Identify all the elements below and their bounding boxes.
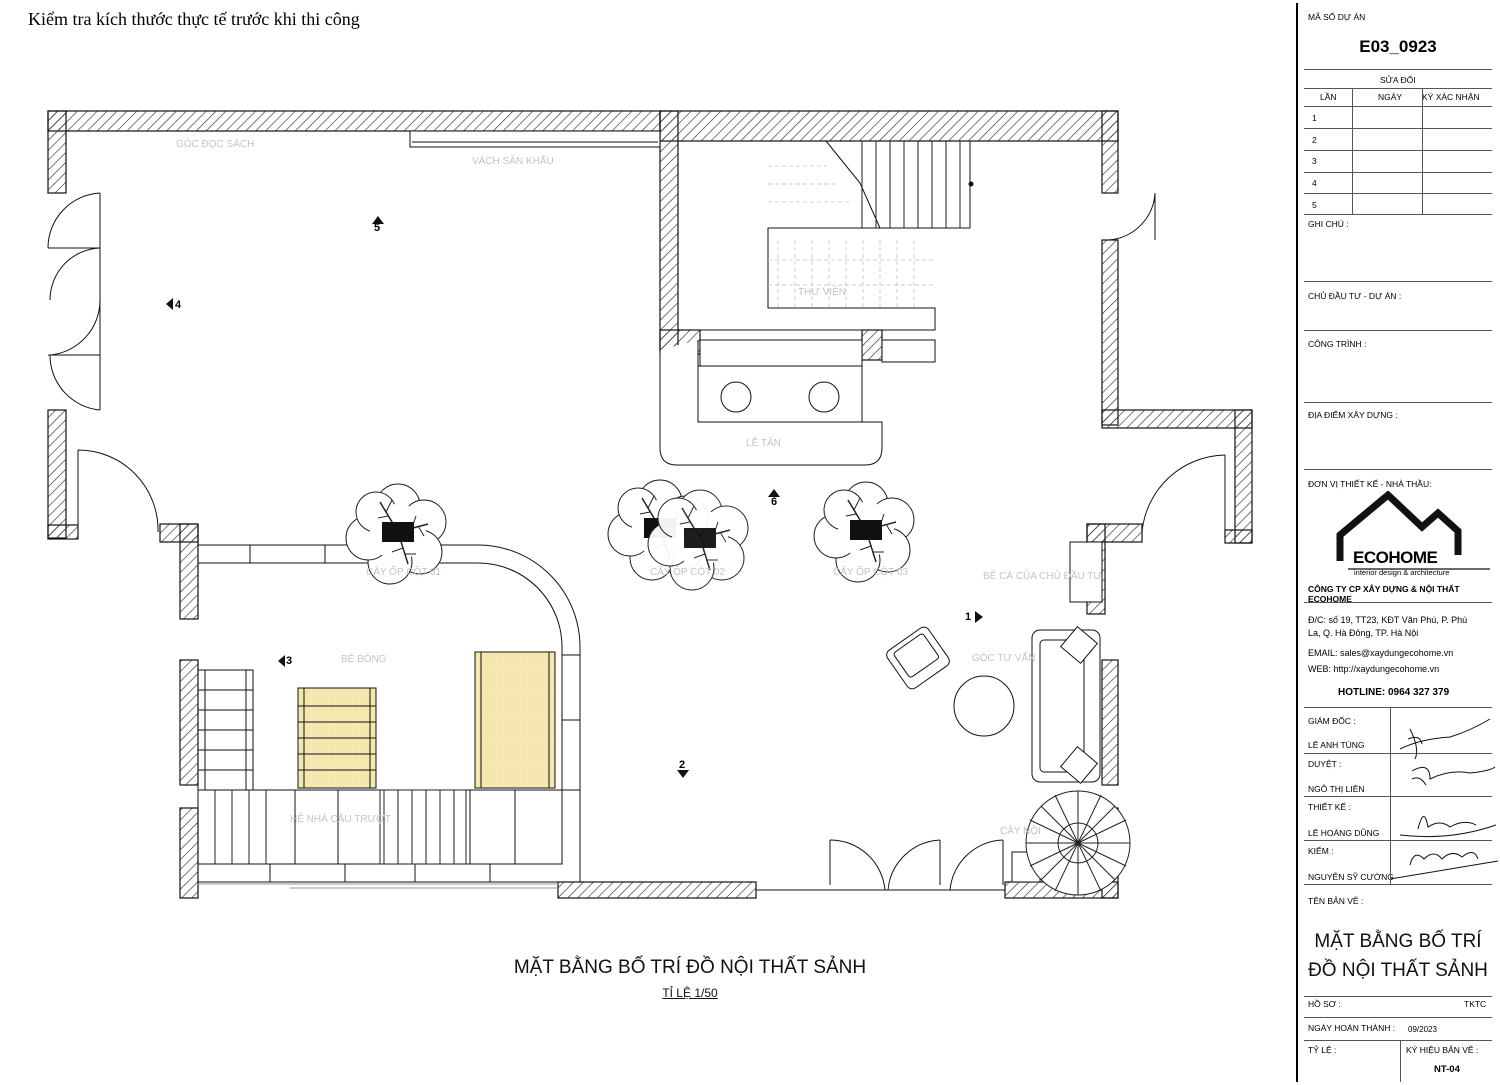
designed-name: LÊ HOÀNG DŨNG xyxy=(1308,828,1380,838)
door-group-left xyxy=(47,192,159,538)
walls xyxy=(47,110,1253,899)
view-marker-6: 6 xyxy=(771,496,778,508)
view-marker-arrows xyxy=(166,216,983,778)
label-column-plant-2: CÂY ỐP CỘT 02 xyxy=(650,567,726,578)
date-value: 09/2023 xyxy=(1408,1025,1437,1034)
director-label: GIÁM ĐỐC : xyxy=(1308,716,1356,726)
file-label: HỒ SƠ : xyxy=(1308,999,1341,1009)
label-slide-system: HỆ NHÀ CẦU TRƯỢT xyxy=(290,814,391,825)
library-stair xyxy=(677,140,974,363)
designer-label: ĐƠN VỊ THIẾT KẾ - NHÀ THẦU: xyxy=(1308,479,1432,489)
sheet-name-label: TÊN BẢN VẼ : xyxy=(1308,896,1364,906)
revision-row-1: 1 xyxy=(1312,113,1317,123)
company-email: EMAIL: sales@xaydungecohome.vn xyxy=(1308,648,1454,658)
logo-tagline: interior design & architecture xyxy=(1354,568,1450,577)
ecohome-logo xyxy=(1336,491,1490,570)
drawing-title: MẶT BẰNG BỐ TRÍ ĐỒ NỘI THẤT SẢNH xyxy=(513,957,867,978)
sheet-code: NT-04 xyxy=(1434,1064,1460,1075)
investor-label: CHỦ ĐẦU TƯ - DỰ ÁN : xyxy=(1308,291,1402,301)
work-label: CÔNG TRÌNH : xyxy=(1308,339,1367,349)
revision-row-5: 5 xyxy=(1312,200,1317,210)
label-reading-corner: GÓC ĐỌC SÁCH xyxy=(176,139,255,150)
revision-row-4: 4 xyxy=(1312,178,1317,188)
site-check-note: Kiểm tra kích thước thực tế trước khi th… xyxy=(28,9,360,29)
reception-desk xyxy=(659,339,883,466)
label-corner-plant: CÂY NỘI xyxy=(1000,826,1041,837)
company-web: WEB: http://xaydungecohome.vn xyxy=(1308,664,1440,674)
consult-furniture xyxy=(886,541,1131,896)
label-column-plant-1: CÂY ỐP CỘT 01 xyxy=(366,567,442,578)
revision-col-sign: KÝ XÁC NHẬN xyxy=(1422,92,1480,102)
signatures xyxy=(1390,718,1499,880)
company-hotline: HOTLINE: 0964 327 379 xyxy=(1338,687,1450,698)
revision-row-3: 3 xyxy=(1312,156,1317,166)
title-block: MÃ SỐ DỰ ÁN E03_0923 SỬA ĐỔI LẦN NGÀY KÝ… xyxy=(1296,3,1499,1082)
logo-wordmark: ECOHOME xyxy=(1353,548,1438,567)
address-line-1: Đ/C: số 19, TT23, KĐT Văn Phú, P. Phú xyxy=(1308,615,1468,625)
designed-label: THIẾT KẾ : xyxy=(1308,802,1351,812)
company-name: CÔNG TY CP XÂY DỰNG & NỘI THẤT ECOHOME xyxy=(1308,584,1460,604)
label-ball-pit: BỂ BÓNG xyxy=(341,654,387,665)
view-marker-1: 1 xyxy=(965,611,972,623)
door-group-right xyxy=(1107,192,1226,540)
label-column-plant-3: CÂY ỐP CỘT 03 xyxy=(833,567,909,578)
view-marker-5: 5 xyxy=(374,222,381,234)
play-room xyxy=(197,544,581,889)
label-library: THƯ VIỆN xyxy=(798,287,846,298)
revision-col-times: LẦN xyxy=(1320,92,1337,102)
view-marker-3: 3 xyxy=(286,655,293,667)
project-code-label: MÃ SỐ DỰ ÁN xyxy=(1308,12,1366,22)
revision-col-date: NGÀY xyxy=(1378,92,1403,102)
view-marker-2: 2 xyxy=(679,759,686,771)
view-marker-4: 4 xyxy=(175,299,182,311)
drawing-scale: TỈ LỆ 1/50 xyxy=(662,986,718,1000)
sheet-title-line-1: MẶT BẰNG BỐ TRÍ xyxy=(1314,931,1482,952)
label-reception: LỄ TÂN xyxy=(746,438,781,449)
door-group-bottom xyxy=(756,839,1005,891)
checked-label: KIỂM : xyxy=(1308,846,1334,856)
director-name: LÊ ANH TÙNG xyxy=(1308,740,1365,750)
project-code: E03_0923 xyxy=(1359,37,1437,56)
address-line-2: La, Q. Hà Đông, TP. Hà Nội xyxy=(1308,628,1419,638)
floor-plan xyxy=(47,110,1253,899)
sheet-title-line-2: ĐỒ NỘI THẤT SẢNH xyxy=(1308,960,1488,981)
approved-label: DUYỆT : xyxy=(1308,759,1342,769)
label-consult-corner: GÓC TƯ VẤN xyxy=(972,653,1036,664)
file-value: TKTC xyxy=(1464,999,1487,1009)
site-label: ĐỊA ĐIỂM XÂY DỰNG : xyxy=(1308,410,1398,420)
notes-label: GHI CHÚ : xyxy=(1308,219,1349,229)
revision-row-2: 2 xyxy=(1312,135,1317,145)
label-fish-tank: BỂ CÁ CỦA CHỦ ĐẦU TƯ xyxy=(983,571,1102,582)
checked-name: NGUYỄN SỸ CƯỜNG xyxy=(1308,872,1394,882)
slide-stairs xyxy=(297,651,556,789)
date-label: NGÀY HOÀN THÀNH : xyxy=(1308,1023,1396,1033)
revision-label: SỬA ĐỔI xyxy=(1380,75,1416,85)
label-stage-wall: VÁCH SÂN KHẤU xyxy=(472,156,554,167)
scale-label: TỶ LỆ : xyxy=(1308,1045,1337,1055)
sheet-code-label: KÝ HIỆU BẢN VẼ : xyxy=(1406,1045,1479,1055)
sheet-title: MẶT BẰNG BỐ TRÍ ĐỒ NỘI THẤT SẢNH xyxy=(1298,927,1498,985)
approved-name: NGÔ THỊ LIÊN xyxy=(1308,784,1365,794)
